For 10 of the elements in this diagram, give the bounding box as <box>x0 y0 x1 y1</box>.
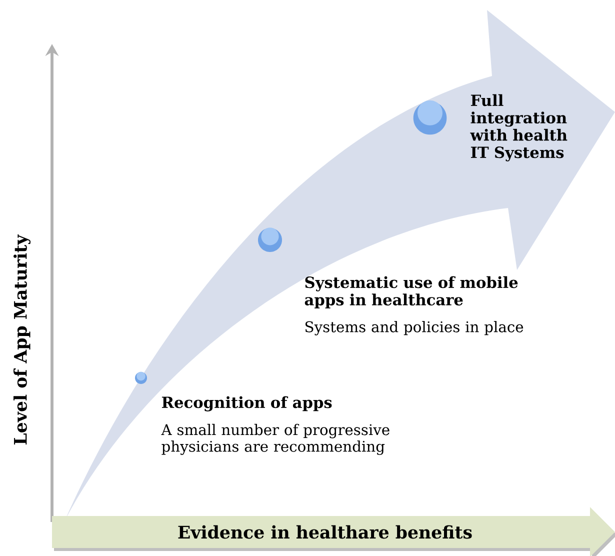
heading: Recognition of apps <box>162 396 332 412</box>
heading: Systematic use of mobile apps in healthcare <box>304 276 518 308</box>
dot <box>413 100 447 135</box>
axis-label: Level of App Maturity <box>14 234 30 444</box>
description: Systems and policies in place <box>306 320 524 336</box>
dot <box>135 372 147 384</box>
dot <box>258 228 282 252</box>
axis-band: Evidence in healthare benefits <box>52 507 615 556</box>
description: A small number of progressive physicians are recommending <box>161 424 390 455</box>
heading: Full integration with health IT Systems <box>470 94 568 162</box>
